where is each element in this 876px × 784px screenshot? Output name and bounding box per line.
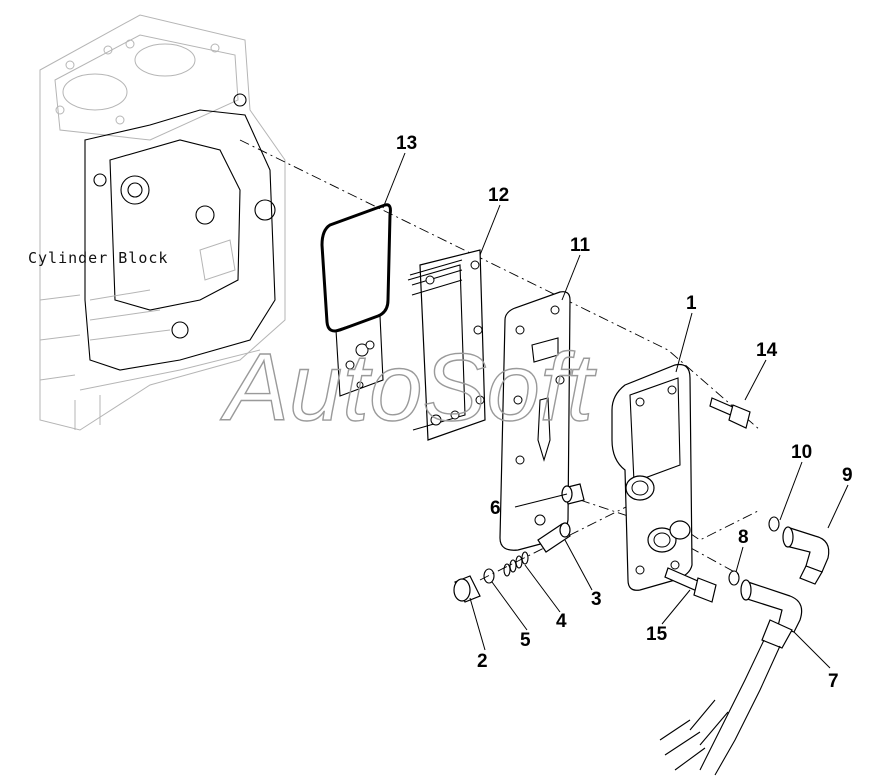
spring-4 xyxy=(503,551,529,577)
valve-3 xyxy=(537,522,571,553)
callout-8: 8 xyxy=(738,527,749,548)
callout-1: 1 xyxy=(686,293,697,314)
bolt-14 xyxy=(709,397,751,429)
callout-11: 11 xyxy=(570,235,591,256)
callout-7: 7 xyxy=(828,671,839,692)
callout-5: 5 xyxy=(520,630,531,651)
callout-15: 15 xyxy=(646,624,668,645)
callout-3: 3 xyxy=(591,589,602,610)
gasket-plate-11 xyxy=(499,291,571,551)
leader-lines xyxy=(382,152,849,669)
callout-4: 4 xyxy=(556,611,567,632)
callout-6: 6 xyxy=(490,498,501,519)
cylinder-block-label: Cylinder Block xyxy=(28,249,168,267)
o-ring-5 xyxy=(483,568,495,584)
callout-2: 2 xyxy=(477,651,488,672)
cylinder-block xyxy=(39,14,286,431)
callout-9: 9 xyxy=(842,465,853,486)
callout-10: 10 xyxy=(791,442,812,463)
watermark: AutoSoft xyxy=(220,334,597,441)
o-ring-8 xyxy=(728,570,740,586)
gasket-13 xyxy=(320,203,392,397)
elbow-fitting-9 xyxy=(782,526,830,585)
callout-14: 14 xyxy=(756,340,778,361)
o-ring-10 xyxy=(768,516,780,532)
elbow-fitting-7 xyxy=(659,579,803,776)
cooler-cover-1 xyxy=(611,363,693,591)
oil-cooler-core-12 xyxy=(407,249,486,441)
bolt-15 xyxy=(664,567,717,603)
callout-13: 13 xyxy=(396,133,417,154)
plug-2 xyxy=(453,575,481,603)
callout-12: 12 xyxy=(488,185,509,206)
